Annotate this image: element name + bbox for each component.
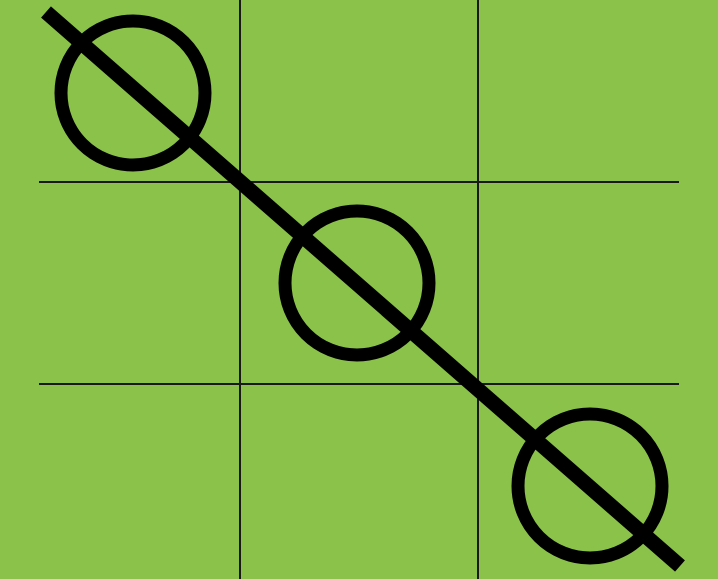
cell-0-2[interactable] [478, 0, 718, 182]
cell-0-1[interactable] [240, 0, 478, 182]
o-mark-1-1 [278, 204, 436, 362]
marks-layer [54, 14, 669, 565]
cell-2-0[interactable] [0, 384, 240, 579]
cell-2-1[interactable] [240, 384, 478, 579]
o-mark-0-0 [54, 14, 212, 172]
o-mark-2-2 [511, 407, 669, 565]
cell-1-0[interactable] [0, 182, 240, 384]
winning-line [41, 6, 685, 572]
cell-1-2[interactable] [478, 182, 718, 384]
